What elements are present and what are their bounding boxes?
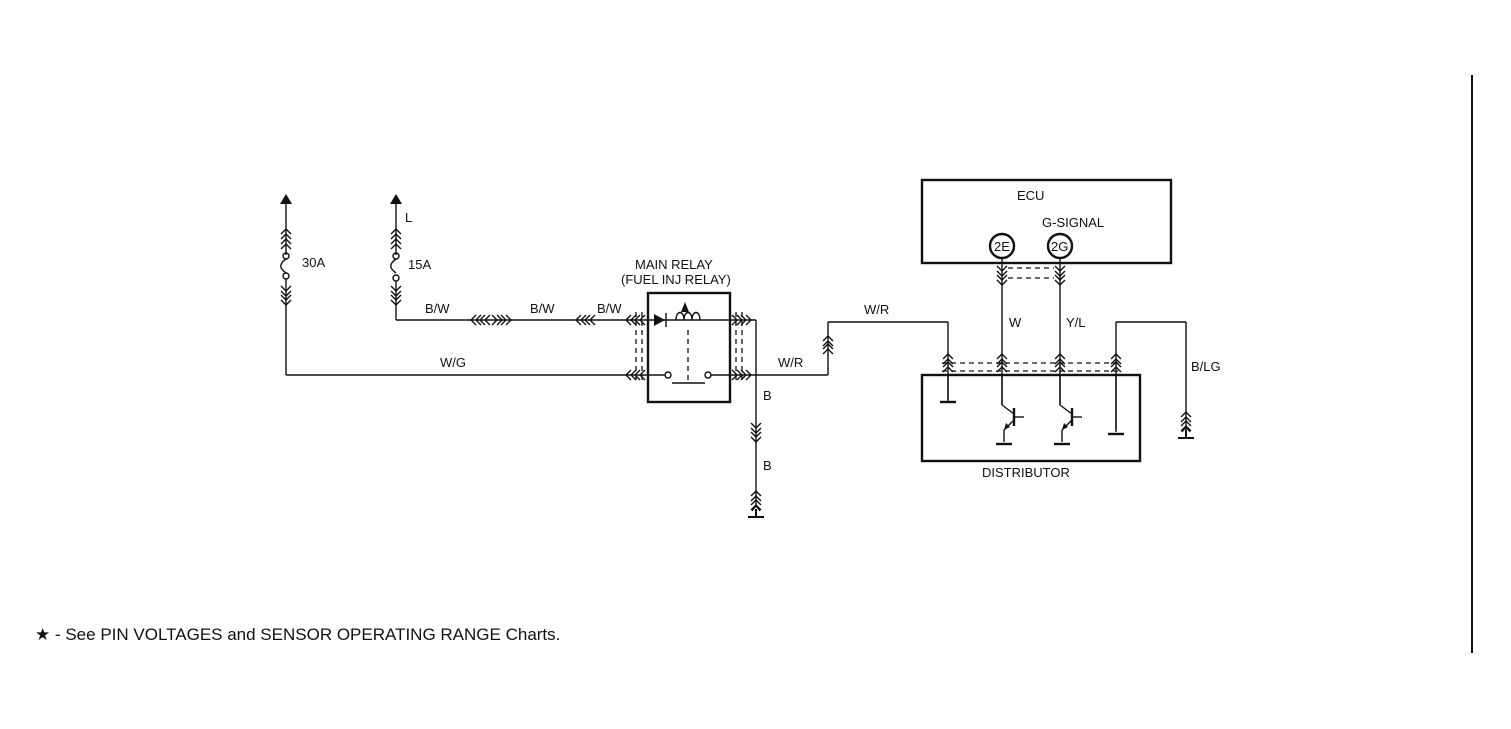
main-relay-box	[646, 291, 732, 404]
ecu-title: ECU	[1017, 188, 1044, 203]
ecu-g-signal-label: G-SIGNAL	[1042, 215, 1104, 230]
main-relay: MAIN RELAY (FUEL INJ RELAY)	[621, 257, 743, 404]
wire-wr: W/R	[822, 302, 949, 403]
ecu-pin-2e-label: 2E	[994, 239, 1010, 254]
fuse-terminal-icon	[392, 274, 400, 282]
relay-outputs: W/R B B	[730, 314, 828, 518]
supply-l-label: L	[405, 210, 412, 225]
power-feed-15a: L 15A	[390, 194, 431, 320]
fuse-15a-label: 15A	[408, 257, 431, 272]
main-relay-title: MAIN RELAY	[635, 257, 713, 272]
wire-bw: B/W B/W B/W	[396, 301, 648, 326]
relay-contact-icon	[704, 371, 712, 379]
main-relay-subtitle: (FUEL INJ RELAY)	[621, 272, 731, 287]
coil-arrow-icon	[681, 302, 689, 312]
fuse-icon	[280, 258, 287, 274]
fuse-terminal-icon	[282, 272, 290, 280]
ecu-pin-2g-label: 2G	[1051, 239, 1068, 254]
signal-wires: W Y/L	[996, 258, 1086, 405]
wire-wg-label: W/G	[440, 355, 466, 370]
distributor: DISTRIBUTOR	[920, 353, 1142, 480]
footnote-text: ★ - See PIN VOLTAGES and SENSOR OPERATIN…	[35, 625, 560, 644]
wire-w-label: W	[1009, 315, 1022, 330]
relay-contact-icon	[664, 371, 672, 379]
wire-wg: W/G	[286, 355, 648, 381]
pickup-transistor-2	[1054, 375, 1082, 446]
wire-blg-label: B/LG	[1191, 359, 1221, 374]
wire-wr-label-2: W/R	[864, 302, 889, 317]
wire-bw-label-1: B/W	[425, 301, 450, 316]
distributor-title: DISTRIBUTOR	[982, 465, 1070, 480]
wire-wr-label-1: W/R	[778, 355, 803, 370]
wire-b-label-1: B	[763, 388, 772, 403]
ignition-supply-arrow	[390, 194, 402, 204]
wire-bw-label-3: B/W	[597, 301, 622, 316]
pickup-transistor-1	[996, 375, 1024, 446]
wire-bw-label-2: B/W	[530, 301, 555, 316]
fuse-30a-label: 30A	[302, 255, 325, 270]
wire-b-label-2: B	[763, 458, 772, 473]
wire-yl-label: Y/L	[1066, 315, 1086, 330]
diode-icon	[654, 314, 665, 326]
ecu-box	[920, 178, 1173, 265]
fuse-icon	[390, 258, 397, 274]
battery-supply-arrow	[280, 194, 292, 204]
distributor-box	[920, 373, 1142, 463]
ecu: ECU G-SIGNAL 2E 2G	[920, 178, 1173, 265]
relay-coil-icon	[675, 311, 701, 321]
wire-blg: B/LG	[1115, 321, 1221, 439]
power-feed-30a: 30A	[280, 194, 325, 375]
ground-icon	[747, 505, 765, 518]
